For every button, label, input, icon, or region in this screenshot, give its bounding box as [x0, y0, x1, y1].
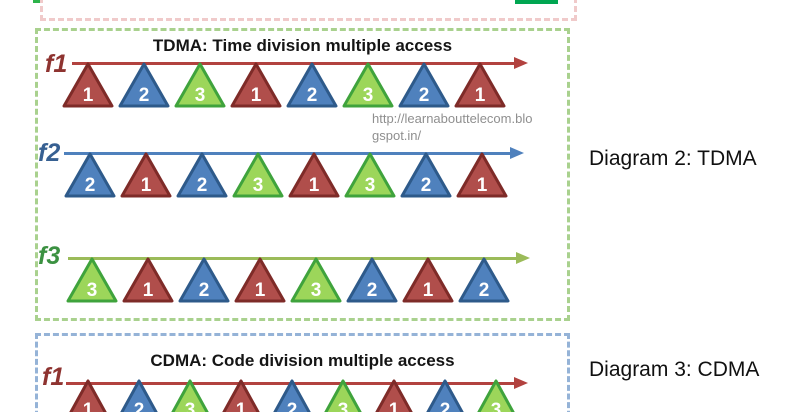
diagram3-label: Diagram 3: CDMA [589, 358, 760, 381]
slot-triangle-1: 1 [456, 152, 508, 198]
slot-triangle-1: 1 [288, 152, 340, 198]
slot-number: 2 [367, 280, 378, 301]
slot-triangle-2: 2 [178, 257, 230, 303]
slot-triangle-2: 2 [286, 62, 338, 108]
arrow-head-icon [514, 57, 528, 69]
slot-number: 3 [311, 280, 322, 301]
slot-number: 3 [363, 85, 374, 106]
slot-triangle-2: 2 [176, 152, 228, 198]
slot-triangle-1: 1 [120, 152, 172, 198]
slot-number: 1 [251, 85, 262, 106]
slot-number: 2 [85, 175, 96, 196]
slot-number: 2 [479, 280, 490, 301]
slot-triangle-3: 3 [171, 379, 209, 412]
arrow-head-icon [514, 377, 528, 389]
arrow-shaft [72, 62, 520, 65]
frequency-label-f2: f2 [38, 139, 61, 167]
cdma-title: CDMA: Code division multiple access [150, 351, 455, 370]
slot-number: 1 [236, 400, 247, 412]
slot-number: 2 [139, 85, 150, 106]
arrow-shaft [64, 152, 516, 155]
slot-triangles-f1-cdma: 1 2 3 1 2 3 1 2 3 [64, 379, 520, 412]
slot-triangles-f1: 1 2 3 1 2 3 2 1 [62, 62, 506, 108]
slot-triangle-2: 2 [458, 257, 510, 303]
slot-number: 3 [365, 175, 376, 196]
slot-triangle-1: 1 [234, 257, 286, 303]
slot-triangle-2: 2 [426, 379, 464, 412]
slot-triangle-2: 2 [398, 62, 450, 108]
slot-number: 2 [197, 175, 208, 196]
cropped-green-bar [515, 0, 558, 4]
arrow-head-icon [516, 252, 530, 264]
slot-triangle-1: 1 [122, 257, 174, 303]
slot-triangles-f3: 3 1 2 1 3 2 1 2 [66, 257, 510, 303]
slot-triangle-1: 1 [454, 62, 506, 108]
slot-number: 3 [491, 400, 502, 412]
slot-number: 1 [389, 400, 400, 412]
slot-number: 2 [421, 175, 432, 196]
slot-triangle-3: 3 [324, 379, 362, 412]
slot-number: 1 [141, 175, 152, 196]
slot-triangle-2: 2 [118, 62, 170, 108]
slot-number: 1 [143, 280, 154, 301]
cropped-green-mark [33, 0, 41, 3]
watermark-line2: gspot.in/ [372, 128, 422, 143]
time-axis-arrow-f1 [72, 57, 528, 69]
slot-number: 2 [440, 400, 451, 412]
slot-triangle-3: 3 [344, 152, 396, 198]
slot-triangle-2: 2 [346, 257, 398, 303]
diagram2-label: Diagram 2: TDMA [589, 147, 757, 170]
slot-number: 1 [475, 85, 486, 106]
slot-triangle-2: 2 [64, 152, 116, 198]
slot-triangle-1: 1 [402, 257, 454, 303]
slot-number: 1 [83, 400, 94, 412]
slot-triangle-1: 1 [62, 62, 114, 108]
slot-number: 1 [477, 175, 488, 196]
slot-triangle-2: 2 [400, 152, 452, 198]
watermark-line1: http://learnabouttelecom.blo [372, 111, 533, 126]
slot-triangle-2: 2 [120, 379, 158, 412]
tdma-title: TDMA: Time division multiple access [152, 36, 453, 55]
slot-triangle-3: 3 [66, 257, 118, 303]
slot-triangle-3: 3 [174, 62, 226, 108]
fdma-box-remnant-border [40, 0, 577, 21]
watermark-url: http://learnabouttelecom.blo gspot.in/ [372, 110, 582, 144]
slot-number: 2 [199, 280, 210, 301]
slot-number: 1 [423, 280, 434, 301]
cdma-section-box [35, 333, 570, 412]
slot-number: 2 [307, 85, 318, 106]
arrow-head-icon [510, 147, 524, 159]
slot-triangle-1: 1 [230, 62, 282, 108]
slot-triangles-f2: 2 1 2 3 1 3 2 1 [64, 152, 508, 198]
frequency-label-f3: f3 [38, 242, 61, 270]
slot-number: 1 [309, 175, 320, 196]
slot-triangle-3: 3 [477, 379, 515, 412]
slot-triangle-1: 1 [69, 379, 107, 412]
slot-triangle-3: 3 [342, 62, 394, 108]
slot-number: 1 [255, 280, 266, 301]
slot-number: 2 [134, 400, 145, 412]
slot-number: 1 [83, 85, 94, 106]
slot-triangle-1: 1 [222, 379, 260, 412]
arrow-shaft [68, 257, 522, 260]
slot-triangle-3: 3 [290, 257, 342, 303]
slot-number: 3 [87, 280, 98, 301]
slot-number: 3 [185, 400, 196, 412]
slot-number: 3 [253, 175, 264, 196]
time-axis-arrow-f3 [68, 252, 530, 264]
time-axis-arrow-f2 [64, 147, 524, 159]
slot-number: 3 [338, 400, 349, 412]
tdma-section-box [35, 28, 570, 321]
slot-triangle-3: 3 [232, 152, 284, 198]
slot-number: 3 [195, 85, 206, 106]
slot-triangle-2: 2 [273, 379, 311, 412]
slot-number: 2 [287, 400, 298, 412]
slot-triangle-1: 1 [375, 379, 413, 412]
frequency-label-f1-cdma: f1 [42, 363, 65, 391]
slot-number: 2 [419, 85, 430, 106]
frequency-label-f1: f1 [45, 50, 68, 78]
